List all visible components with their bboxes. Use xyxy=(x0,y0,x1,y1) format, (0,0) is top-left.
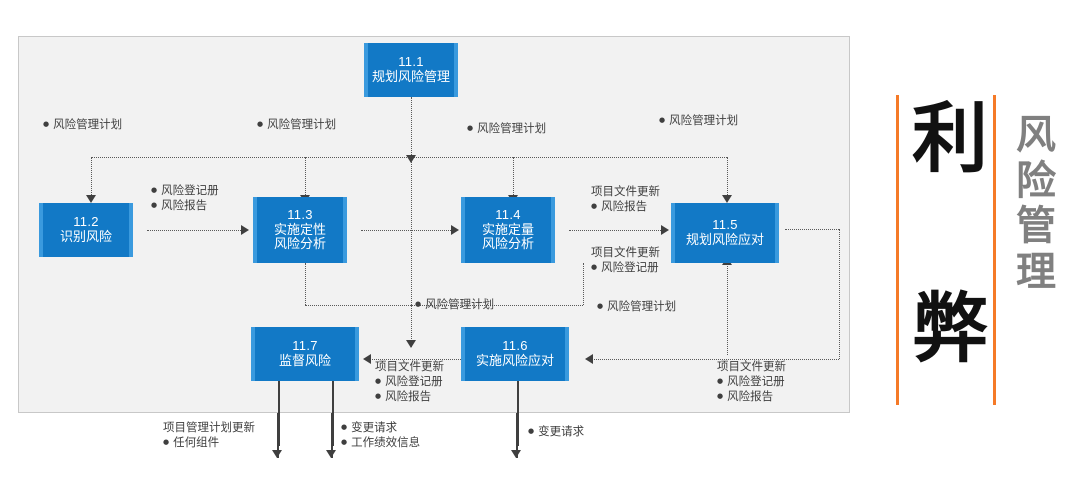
process-box-11-4[interactable]: 11.4 实施定量 风险分析 xyxy=(461,197,555,263)
deco-vertical-title-char: 管 xyxy=(1016,203,1056,250)
process-id-11-1: 11.1 xyxy=(398,54,424,70)
connector-center-spine xyxy=(411,157,412,347)
arrowhead-down-111 xyxy=(406,155,416,163)
connector-114-downleg xyxy=(583,263,584,305)
connector-117-out-2 xyxy=(332,381,334,446)
connector-drop-113 xyxy=(305,157,306,199)
arrowhead-output-3 xyxy=(511,450,521,458)
label-update-115-top: 项目文件更新 风险报告 xyxy=(591,184,660,214)
deco-vertical-title-char: 险 xyxy=(1016,157,1056,204)
connector-bus-right xyxy=(411,157,727,158)
process-name-11-1: 规划风险管理 xyxy=(371,69,450,84)
process-box-11-2[interactable]: 11.2 识别风险 xyxy=(39,203,133,257)
label-plan-top-2: 风险管理计划 xyxy=(257,117,336,132)
process-name-11-4: 实施定量 xyxy=(481,221,534,237)
process-id-11-6: 11.6 xyxy=(502,338,528,354)
arrowhead-right-115 xyxy=(661,225,669,235)
arrowhead-down-center xyxy=(406,340,416,348)
process-id-11-2: 11.2 xyxy=(73,214,99,230)
connector-115-right xyxy=(785,229,839,230)
connector-loop-to-116 xyxy=(591,359,839,360)
decorative-title-panel: 利 弊 风险管理 xyxy=(880,95,1070,405)
label-plan-top-4: 风险管理计划 xyxy=(659,113,738,128)
connector-lowerbus-right xyxy=(411,305,583,306)
label-pmp-update: 项目管理计划更新 任何组件 xyxy=(163,420,255,450)
arrowhead-right-114 xyxy=(451,225,459,235)
process-name-11-5: 规划风险应对 xyxy=(685,232,764,247)
deco-vertical-title-char: 理 xyxy=(1016,248,1056,295)
connector-drop-115 xyxy=(727,157,728,199)
deco-char-bottom: 弊 xyxy=(912,284,988,373)
label-plan-top-3: 风险管理计划 xyxy=(467,121,546,136)
accent-line-left xyxy=(896,95,899,405)
connector-drop-112 xyxy=(91,157,92,199)
connector-115-loop-down xyxy=(839,229,840,359)
process-id-11-4: 11.4 xyxy=(495,207,521,223)
accent-line-right xyxy=(993,95,996,405)
connector-117-out-1 xyxy=(278,381,280,446)
process-box-11-1[interactable]: 11.1 规划风险管理 xyxy=(364,43,458,97)
process-name-11-7: 监督风险 xyxy=(278,353,331,368)
connector-112-113 xyxy=(147,230,245,231)
connector-116-to-115 xyxy=(727,263,728,355)
arrowhead-right-113 xyxy=(241,225,249,235)
process-id-11-5: 11.5 xyxy=(712,217,738,233)
process-name-11-2: 识别风险 xyxy=(59,229,112,244)
connector-114-115 xyxy=(569,230,665,231)
output-line-3 xyxy=(516,413,518,458)
process-name2-11-4: 风险分析 xyxy=(481,236,534,252)
arrowhead-output-1 xyxy=(272,450,282,458)
deco-vertical-title: 风险管理 xyxy=(1008,112,1064,295)
label-outputs-right: 变更请求 xyxy=(528,424,584,439)
arrowhead-output-2 xyxy=(326,450,336,458)
process-flow-panel: 11.1 规划风险管理 11.2 识别风险 11.3 实施定性 风险分析 11.… xyxy=(18,36,850,446)
label-update-right: 项目文件更新 风险登记册 风险报告 xyxy=(717,359,786,405)
output-line-2 xyxy=(331,413,333,458)
arrowhead-down-115 xyxy=(722,195,732,203)
label-risk-register-112: 风险登记册 风险报告 xyxy=(151,183,219,213)
process-name-11-6: 实施风险应对 xyxy=(475,353,554,368)
process-box-11-5[interactable]: 11.5 规划风险应对 xyxy=(671,203,779,263)
process-name2-11-3: 风险分析 xyxy=(273,236,326,252)
connector-113-down xyxy=(305,263,306,305)
arrowhead-left-117 xyxy=(363,354,371,364)
arrowhead-left-116 xyxy=(585,354,593,364)
output-line-1 xyxy=(277,413,279,458)
label-update-116: 项目文件更新 风险登记册 风险报告 xyxy=(375,359,444,405)
arrowhead-down-112 xyxy=(86,195,96,203)
process-box-11-6[interactable]: 11.6 实施风险应对 xyxy=(461,327,569,381)
connector-113-114 xyxy=(361,230,455,231)
label-plan-mid-left: 风险管理计划 xyxy=(415,297,494,312)
label-outputs-center: 变更请求 工作绩效信息 xyxy=(341,420,420,450)
connector-111-down xyxy=(411,97,412,157)
connector-116-117 xyxy=(369,359,479,360)
process-box-11-3[interactable]: 11.3 实施定性 风险分析 xyxy=(253,197,347,263)
connector-bus-left xyxy=(91,157,411,158)
connector-116-out-1 xyxy=(517,381,519,446)
process-id-11-3: 11.3 xyxy=(287,207,313,223)
deco-vertical-title-text: 风险管理 xyxy=(1008,112,1064,295)
label-update-115-bottom: 项目文件更新 风险登记册 xyxy=(591,245,660,275)
process-box-11-7[interactable]: 11.7 监督风险 xyxy=(251,327,359,381)
connector-113-lowerbus xyxy=(305,305,411,306)
process-name-11-3: 实施定性 xyxy=(273,221,326,237)
deco-char-top: 利 xyxy=(912,94,988,183)
deco-vertical-title-char: 风 xyxy=(1016,112,1056,158)
label-plan-mid-right: 风险管理计划 xyxy=(597,299,676,314)
label-plan-top-1: 风险管理计划 xyxy=(43,117,122,132)
connector-drop-114 xyxy=(513,157,514,199)
process-id-11-7: 11.7 xyxy=(292,338,318,354)
